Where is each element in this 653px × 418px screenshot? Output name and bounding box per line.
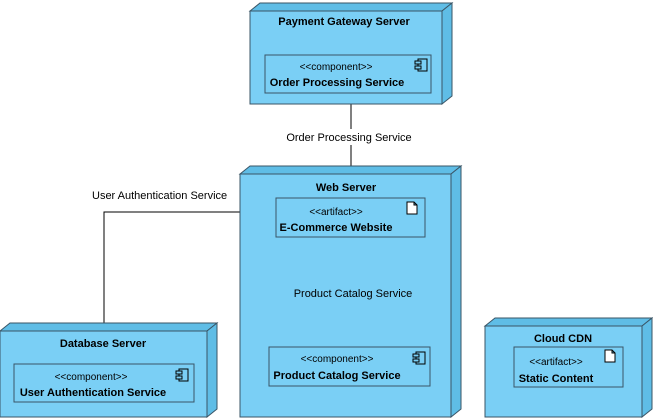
artifact-stereotype: <<artifact>> (309, 207, 363, 218)
node-title: Payment Gateway Server (278, 16, 410, 28)
connection-label-order-processing: Order Processing Service (286, 132, 411, 144)
component-stereotype: <<component>> (55, 372, 128, 383)
artifact-stereotype: <<artifact>> (529, 357, 583, 368)
component-stereotype: <<component>> (301, 354, 374, 365)
node-database-server[interactable]: Database Server <<component>> User Authe… (0, 321, 219, 418)
label-background (283, 129, 416, 145)
node-title: Database Server (60, 338, 147, 350)
artifact-name: E-Commerce Website (280, 222, 393, 234)
node-cloud-cdn[interactable]: Cloud CDN <<artifact>> Static Content (483, 316, 653, 418)
node-side-face (206, 321, 218, 418)
node-side-face (641, 316, 653, 418)
component-icon (414, 58, 428, 72)
node-top-face (483, 317, 653, 327)
component-icon (175, 368, 189, 382)
component-user-authentication-service[interactable]: <<component>> User Authentication Servic… (13, 363, 195, 403)
node-side-face (450, 164, 462, 418)
node-top-face (238, 165, 463, 175)
artifact-name: Static Content (519, 373, 594, 385)
node-top-face (0, 322, 219, 332)
artifact-static-content[interactable]: <<artifact>> Static Content (513, 346, 624, 388)
connection-user-authentication-line (103, 211, 276, 364)
artifact-box (275, 197, 426, 238)
component-name: Product Catalog Service (273, 370, 400, 382)
node-title: Cloud CDN (534, 333, 592, 345)
document-icon (604, 349, 616, 363)
node-payment-gateway-server[interactable]: Payment Gateway Server <<component>> Ord… (248, 1, 454, 106)
component-icon (412, 351, 426, 365)
component-name: User Authentication Service (20, 387, 166, 399)
label-background (290, 285, 415, 301)
node-title: Web Server (316, 182, 377, 194)
connection-label-product-catalog: Product Catalog Service (294, 288, 413, 300)
component-stereotype: <<component>> (300, 62, 373, 73)
connection-labels: Order Processing Service User Authentica… (92, 129, 416, 301)
artifact-e-commerce-website[interactable]: <<artifact>> E-Commerce Website (275, 197, 426, 238)
component-box (264, 54, 432, 94)
connection-label-user-authentication: User Authentication Service (92, 190, 227, 202)
node-side-face (441, 1, 453, 106)
component-name: Order Processing Service (270, 77, 405, 89)
component-box (268, 346, 431, 387)
component-box (13, 363, 195, 403)
component-product-catalog-service[interactable]: <<component>> Product Catalog Service (268, 346, 431, 387)
document-icon (406, 201, 418, 215)
component-order-processing-service[interactable]: <<component>> Order Processing Service (264, 54, 432, 94)
node-top-face (248, 2, 454, 12)
